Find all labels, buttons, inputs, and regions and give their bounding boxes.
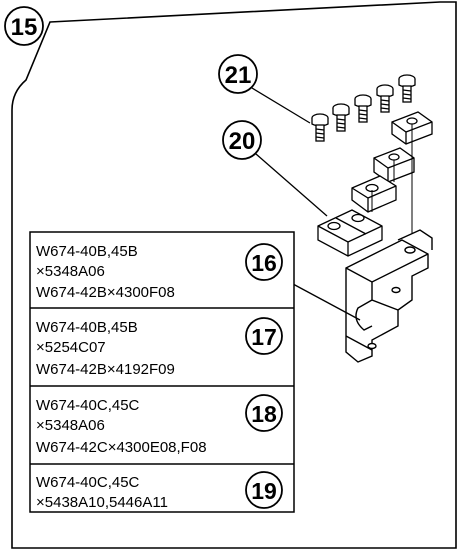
variant-row: W674-40C,45C ×5348A06 W674-42C×4300E08,F…	[36, 394, 283, 456]
variant-line: ×5348A06	[36, 263, 105, 280]
variant-line: W674-40B,45B	[36, 243, 138, 260]
variant-line: ×5438A10,5446A11	[36, 494, 168, 511]
variant-line: W674-40C,45C	[36, 474, 140, 491]
variant-row: W674-40C,45C ×5438A10,5446A11 19	[36, 471, 283, 511]
variant-line: W674-42C×4300E08,F08	[36, 439, 207, 456]
assembly-lines	[371, 124, 413, 234]
variant-row: W674-40B,45B ×5254C07 W674-42B×4192F09 1…	[36, 317, 283, 378]
variant-line: W674-40C,45C	[36, 397, 140, 414]
group-callout-number: 15	[11, 14, 38, 41]
callout-screws-number: 21	[225, 62, 252, 89]
variant-line: ×5348A06	[36, 417, 105, 434]
variant-line: W674-42B×4300F08	[36, 284, 175, 301]
variant-line: W674-40B,45B	[36, 319, 138, 336]
holder-illustration	[345, 229, 433, 363]
variant-row: W674-40B,45B ×5348A06 W674-42B×4300F08 1…	[36, 243, 283, 301]
clamp-blocks-illustration	[317, 111, 433, 257]
group-frame	[11, 1, 457, 549]
variant-line: W674-42B×4192F09	[36, 361, 175, 378]
variant-callout-number: 17	[251, 324, 277, 350]
callout-clamp-blocks-number: 20	[229, 128, 256, 155]
variant-callout-number: 18	[251, 401, 277, 427]
callout-screws: 21	[218, 54, 311, 124]
group-callout: 15	[4, 6, 44, 46]
variant-callout-number: 19	[251, 478, 277, 504]
variant-callout-number: 16	[251, 250, 277, 276]
callout-clamp-blocks: 20	[222, 120, 328, 217]
variant-line: ×5254C07	[36, 339, 106, 356]
screws-illustration	[311, 74, 416, 142]
variant-table: W674-40B,45B ×5348A06 W674-42B×4300F08 1…	[29, 231, 295, 513]
